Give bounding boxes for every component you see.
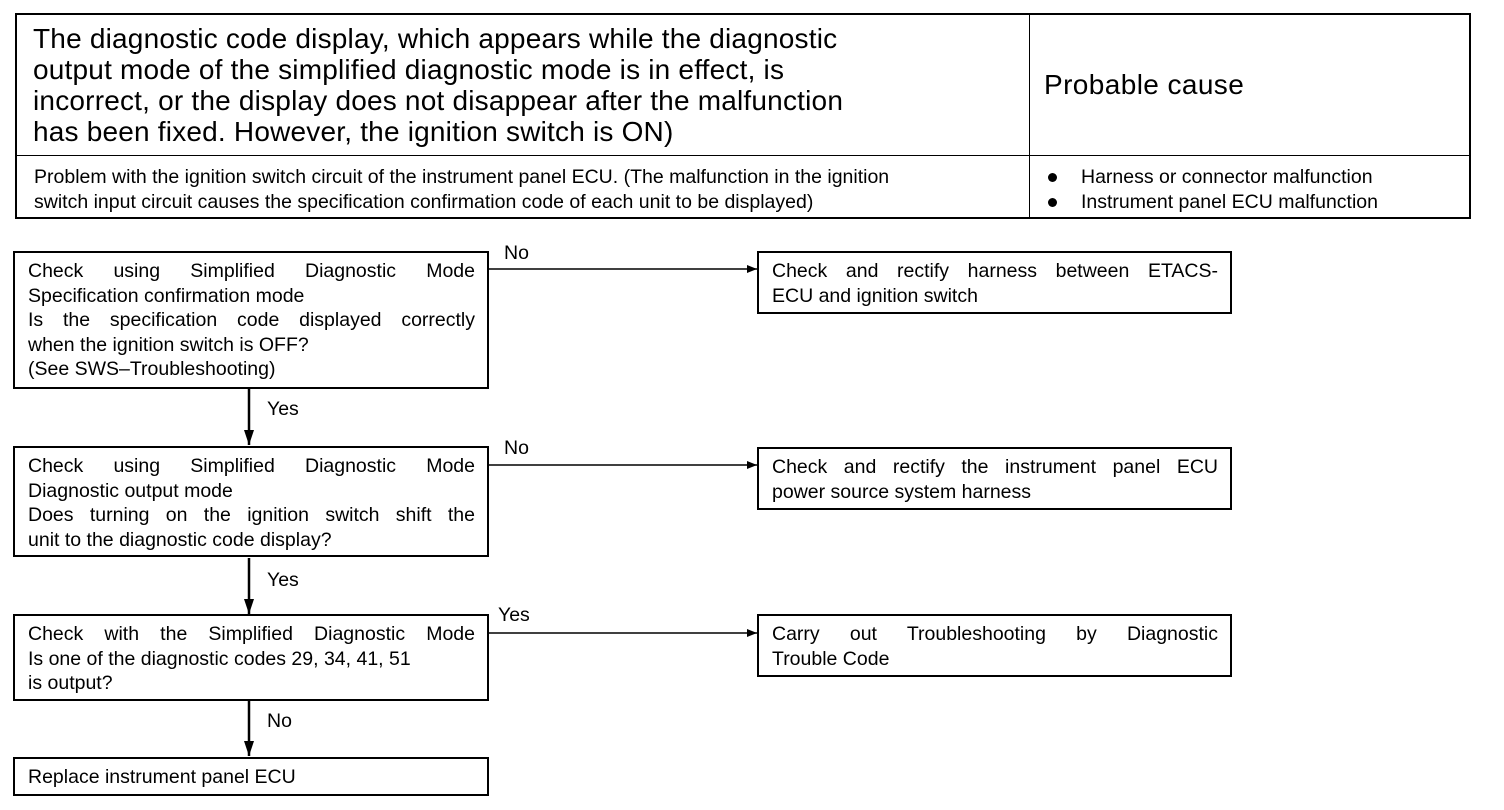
symptom-line: has been fixed. However, the ignition sw… [33,116,674,147]
symptom-description: The diagnostic code display, which appea… [33,23,1023,147]
step1-result-box: Check and rectify harness between ETACS-… [757,251,1232,314]
symptom-line: incorrect, or the display does not disap… [33,85,844,116]
step1-check-box: Check using Simplified Diagnostic Mode S… [13,251,489,389]
table-row-divider [17,155,1469,156]
step1-line: (See SWS–Troubleshooting) [28,358,276,380]
step1-no-label: No [504,242,529,264]
step3-result-line: Trouble Code [772,647,890,670]
step3-result-box: Carry out Troubleshooting by Diagnostic … [757,614,1232,677]
problem-line: Problem with the ignition switch circuit… [34,166,890,188]
table-column-divider [1029,15,1030,217]
cause-text: Harness or connector malfunction [1081,166,1373,188]
step2-yes-label: Yes [267,569,299,591]
step2-no-label: No [504,437,529,459]
step1-result-line: ECU and ignition switch [772,284,978,307]
problem-description: Problem with the ignition switch circuit… [34,165,1024,214]
step2-result-box: Check and rectify the instrument panel E… [757,447,1232,510]
probable-cause-heading: Probable cause [1044,69,1245,100]
symptom-table: The diagnostic code display, which appea… [15,13,1471,219]
step1-line: Is the specification code displayed corr… [28,309,475,331]
step3-no-label: No [267,710,292,732]
step2-result-line: Check and rectify the instrument panel E… [772,456,1218,478]
arrowhead-down-step1 [244,430,254,445]
step1-result-line: Check and rectify harness between ETACS- [772,260,1218,282]
step2-line: Check using Simplified Diagnostic Mode [28,455,475,477]
step1-line: Check using Simplified Diagnostic Mode [28,260,475,282]
step2-result-line: power source system harness [772,480,1032,503]
step2-line: unit to the diagnostic code display? [28,528,332,551]
arrowhead-down-step3 [244,741,254,756]
step2-check-box: Check using Simplified Diagnostic Mode D… [13,446,489,557]
bullet-icon [1048,197,1057,207]
step2-line: Does turning on the ignition switch shif… [28,504,475,526]
final-action-box: Replace instrument panel ECU [13,757,489,796]
step3-line: Is one of the diagnostic codes 29, 34, 4… [28,647,411,670]
bullet-icon [1048,173,1057,182]
probable-cause-list: Harness or connector malfunction Instrum… [1045,165,1378,214]
step3-line: is output? [28,672,113,694]
problem-line: switch input circuit causes the specific… [34,190,814,213]
cause-item: Instrument panel ECU malfunction [1045,190,1378,215]
step1-yes-label: Yes [267,398,299,420]
cause-text: Instrument panel ECU malfunction [1081,190,1378,213]
step3-yes-label: Yes [498,604,530,626]
cause-item: Harness or connector malfunction [1045,165,1378,190]
symptom-line: output mode of the simplified diagnostic… [33,54,785,85]
step1-line: when the ignition switch is OFF? [28,333,309,356]
arrowhead-down-step2 [244,599,254,614]
step3-check-box: Check with the Simplified Diagnostic Mod… [13,614,489,701]
step3-result-line: Carry out Troubleshooting by Diagnostic [772,623,1218,645]
step2-line: Diagnostic output mode [28,479,233,502]
step1-line: Specification confirmation mode [28,284,305,307]
symptom-line: The diagnostic code display, which appea… [33,23,838,54]
step3-line: Check with the Simplified Diagnostic Mod… [28,623,475,645]
final-line: Replace instrument panel ECU [28,766,296,788]
